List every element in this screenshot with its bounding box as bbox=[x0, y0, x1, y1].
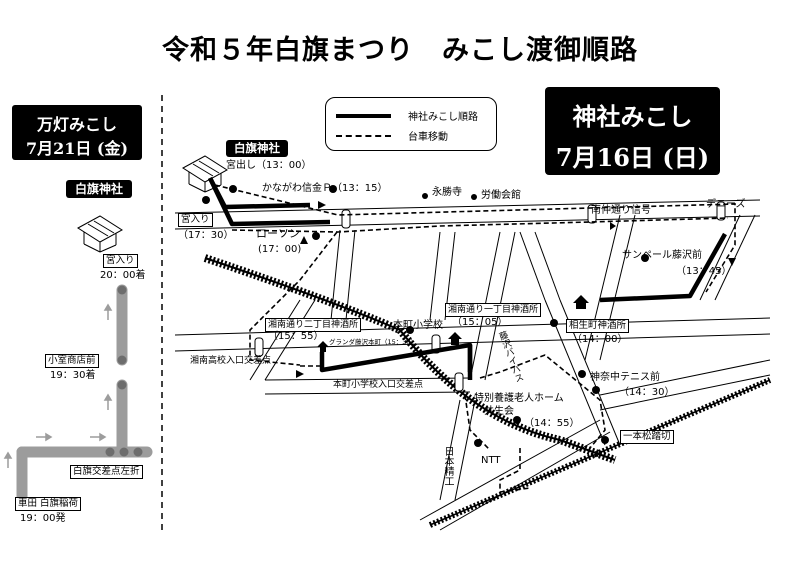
map-shrine-label: 白旗神社 bbox=[226, 140, 288, 157]
stop-shirahata-cross: 白旗交差点左折 bbox=[70, 465, 143, 479]
left-event-header: 万灯みこし 7月21日 (金) bbox=[12, 105, 142, 160]
traffic-signals bbox=[254, 201, 726, 392]
stop-kuruma: 車田 白旗稲荷 bbox=[15, 497, 82, 511]
cart-route bbox=[214, 184, 736, 493]
right-event-header: 神社みこし 7月16日 (日) bbox=[545, 87, 720, 175]
grande-label: グランダ藤沢本町（15：30） bbox=[329, 338, 418, 346]
eishoji-label: 永勝寺 bbox=[432, 187, 462, 198]
lawson-label: ローソン bbox=[256, 227, 300, 240]
honcho-school-label: 本町小学校 bbox=[393, 320, 443, 331]
stop-komuro: 小室商店前 bbox=[45, 354, 99, 368]
departure-label: 宮出し（13：00） bbox=[226, 160, 312, 171]
honcho-cross-label: 本町小学校入口交差点 bbox=[333, 380, 424, 390]
shonan2-time-label: （15：55） bbox=[268, 331, 324, 342]
left-shrine-label: 白旗神社 bbox=[66, 180, 132, 198]
left-header-line1: 万灯みこし bbox=[36, 115, 117, 134]
map-legend: 神社みこし順路 台車移動 bbox=[325, 97, 497, 151]
ichimatsu-label: 一本松踏切 bbox=[620, 430, 674, 444]
left-header-line2: 7月21日 (金) bbox=[25, 139, 129, 158]
left-arrows bbox=[3, 303, 113, 468]
shrine-icon bbox=[182, 155, 228, 193]
tokuyo-label-line1: 特別養護老人ホーム bbox=[474, 393, 564, 404]
right-header-line2: 7月16日 (日) bbox=[555, 143, 710, 172]
left-route-dots bbox=[105, 285, 143, 457]
ntt-label: NTT bbox=[481, 455, 501, 466]
tennis-time-label: （14：30） bbox=[619, 387, 675, 398]
right-header-line1: 神社みこし bbox=[572, 102, 693, 131]
streets bbox=[174, 199, 771, 531]
dennys-label: デニーズ bbox=[706, 199, 746, 210]
legend-dashed-label: 台車移動 bbox=[408, 132, 448, 143]
stop-miyairi: 宮入り bbox=[103, 254, 138, 268]
miyairi-label: 宮入り bbox=[178, 213, 213, 227]
mikoshi-route bbox=[207, 176, 727, 380]
aioi-label: 相生町神酒所 bbox=[566, 319, 630, 333]
legend-solid: 神社みこし順路 bbox=[336, 108, 486, 123]
tokuyo-time-label: （14：55） bbox=[524, 418, 580, 429]
direction-arrows bbox=[296, 201, 736, 378]
page-title: 令和５年白旗まつり みこし渡御順路 bbox=[162, 35, 638, 66]
shonan2-label: 湘南通り二丁目神酒所 bbox=[265, 318, 362, 332]
left-shrine-icon bbox=[77, 215, 123, 253]
sunpeal-label: サンペール藤沢前 bbox=[622, 250, 702, 261]
shonan1-time-label: （15：05） bbox=[452, 317, 508, 328]
shonan-high-label: 湘南高校入口交差点 bbox=[190, 356, 272, 366]
railway bbox=[203, 254, 772, 528]
legend-solid-label: 神社みこし順路 bbox=[408, 112, 478, 123]
tennis-label: 神奈中テニス前 bbox=[590, 372, 660, 383]
nihonseiko-label: 日本精工 bbox=[442, 446, 453, 486]
roudou-label: 労働会館 bbox=[481, 190, 521, 201]
stop-miyairi-time: 20：00着 bbox=[100, 270, 146, 281]
mikoshi-house-icons bbox=[317, 295, 589, 352]
tokuyo-label-line2: 共生会 bbox=[484, 406, 514, 417]
miyairi-time-label: （17：30） bbox=[178, 230, 234, 241]
lawson-time-label: (17：00) bbox=[258, 244, 302, 255]
legend-dashed: 台車移動 bbox=[336, 128, 486, 143]
stop-kuruma-time: 19：00発 bbox=[20, 513, 66, 524]
aioi-time-label: （14：00） bbox=[572, 334, 628, 345]
kanagawa-label: かながわ信金Ｐ（13：15） bbox=[262, 183, 388, 194]
minami-signal-label: 南仲通り信号 bbox=[591, 205, 651, 216]
route-points bbox=[202, 185, 649, 447]
shonan1-label: 湘南通り一丁目神酒所 bbox=[445, 303, 542, 317]
stop-komuro-time: 19：30着 bbox=[50, 370, 96, 381]
sunpeal-time-label: （13：45） bbox=[676, 266, 732, 277]
